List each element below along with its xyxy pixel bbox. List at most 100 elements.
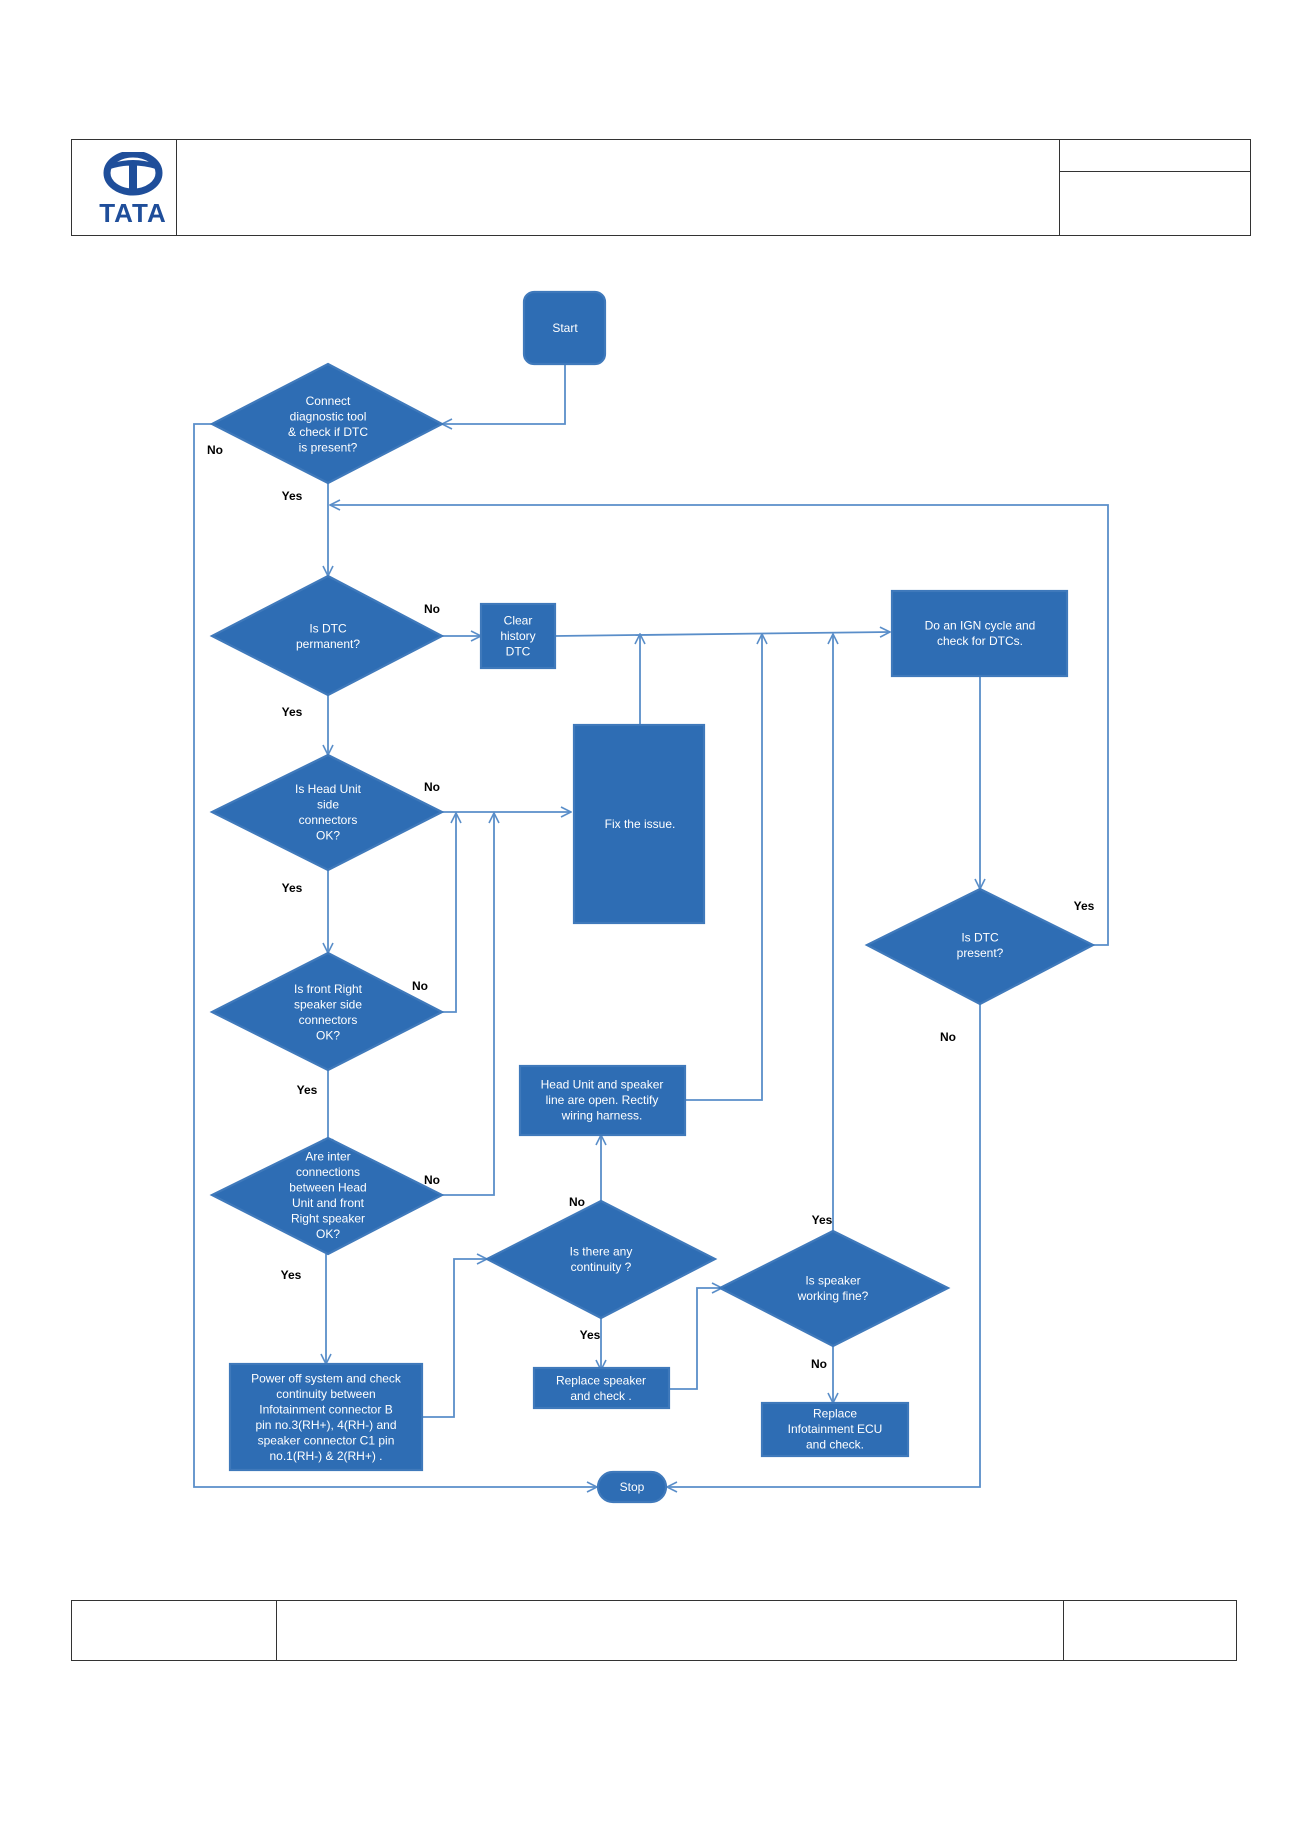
header-logo-divider	[176, 139, 177, 236]
node-text-power-off-3: pin no.3(RH+), 4(RH-) and	[255, 1418, 396, 1432]
replace-speaker-node	[532, 1366, 671, 1410]
node-text-head-unit-line-open-2: wiring harness.	[561, 1109, 643, 1123]
edge-replace-working	[669, 1288, 722, 1390]
node-text-continuity-1: continuity ?	[571, 1260, 632, 1274]
edge-label-connect-yes: Yes	[282, 489, 303, 503]
connect-diamond	[209, 362, 445, 485]
edge-connect-no-stop	[193, 423, 597, 1487]
start-node	[522, 290, 607, 366]
node-text-replace-ecu-1: Infotainment ECU	[788, 1422, 883, 1436]
fix-issue-node	[572, 723, 706, 925]
edge-clear-ign	[554, 632, 890, 636]
power-off-node	[228, 1362, 424, 1472]
node-text-front-right-speaker-0: Is front Right	[294, 982, 363, 996]
node-text-head-unit-line-open-1: line are open. Rectify	[546, 1093, 659, 1107]
node-text-power-off-5: no.1(RH-) & 2(RH+) .	[269, 1449, 382, 1463]
edge-start-connect	[442, 364, 566, 424]
node-text-start-0: Start	[552, 321, 578, 335]
edge-label-working-yes: Yes	[812, 1213, 833, 1227]
node-text-head-unit-connectors-0: Is Head Unit	[295, 782, 362, 796]
node-text-replace-ecu-0: Replace	[813, 1407, 857, 1421]
node-text-head-unit-connectors-1: side	[317, 797, 339, 811]
node-text-inter-connections-2: between Head	[289, 1180, 366, 1194]
node-text-replace-speaker-0: Replace speaker	[556, 1373, 646, 1387]
edge-label-speaker-side-no: No	[412, 979, 428, 993]
edge-label-permanent-no: No	[424, 602, 440, 616]
front-right-diamond	[209, 951, 445, 1072]
edge-open-ign	[685, 634, 762, 1101]
edge-label-speaker-side-yes: Yes	[297, 1083, 318, 1097]
node-text-stop-0: Stop	[620, 1480, 645, 1494]
tata-wordmark: TATA	[99, 198, 167, 228]
head-unit-line-open-node	[518, 1064, 687, 1137]
node-text-head-unit-line-open-0: Head Unit and speaker	[541, 1078, 664, 1092]
node-text-power-off-1: continuity between	[276, 1387, 375, 1401]
edge-present-no-stop	[667, 1004, 981, 1487]
dtc-permanent-diamond	[209, 574, 445, 697]
node-text-replace-ecu-2: and check.	[806, 1438, 864, 1452]
node-text-ign-cycle-0: Do an IGN cycle and	[925, 618, 1036, 632]
node-text-front-right-speaker-3: OK?	[316, 1028, 340, 1042]
node-text-front-right-speaker-2: connectors	[299, 1013, 358, 1027]
edge-present-yes-loop	[330, 505, 1109, 946]
tata-logo: TATA	[88, 150, 178, 228]
node-text-front-right-speaker-1: speaker side	[294, 997, 362, 1011]
edge-label-inter-no: No	[424, 1173, 440, 1187]
node-text-inter-connections-5: OK?	[316, 1227, 340, 1241]
dtc-present-diamond	[864, 887, 1096, 1006]
node-text-clear-history-2: DTC	[506, 645, 531, 659]
footer-right-divider	[1063, 1600, 1064, 1661]
node-text-inter-connections-3: Unit and front	[292, 1196, 365, 1210]
node-text-dtc-permanent-0: Is DTC	[309, 621, 347, 635]
footer-left-divider	[276, 1600, 277, 1661]
node-text-power-off-2: Infotainment connector B	[259, 1402, 392, 1416]
edge-label-continuity-yes: Yes	[580, 1328, 601, 1342]
speaker-working-diamond	[717, 1229, 951, 1348]
node-text-head-unit-connectors-2: connectors	[299, 813, 358, 827]
node-text-connect-tool-3: is present?	[299, 440, 358, 454]
header-right-split	[1059, 171, 1251, 172]
node-text-power-off-4: speaker connector C1 pin	[258, 1433, 395, 1447]
header-frame	[71, 139, 1251, 236]
edge-label-dtc-present-yes: Yes	[1074, 899, 1095, 913]
edge-label-working-no: No	[811, 1357, 827, 1371]
node-text-inter-connections-4: Right speaker	[291, 1211, 365, 1225]
node-text-inter-connections-1: connections	[296, 1165, 360, 1179]
node-text-clear-history-0: Clear	[504, 614, 533, 628]
node-text-clear-history-1: history	[500, 629, 535, 643]
edge-label-connect-no: No	[207, 443, 223, 457]
node-text-head-unit-connectors-3: OK?	[316, 828, 340, 842]
edge-inter-no-fix	[442, 813, 494, 1196]
node-text-replace-speaker-1: and check .	[570, 1389, 631, 1403]
replace-ecu-node	[760, 1401, 910, 1458]
inter-connections-diamond	[209, 1136, 445, 1256]
node-text-inter-connections-0: Are inter	[305, 1149, 350, 1163]
edge-power-continuity	[423, 1259, 487, 1418]
node-text-power-off-0: Power off system and check	[251, 1371, 402, 1385]
footer-frame	[71, 1600, 1237, 1661]
node-text-dtc-present-1: present?	[957, 946, 1004, 960]
node-text-dtc-present-0: Is DTC	[961, 930, 999, 944]
node-text-dtc-permanent-1: permanent?	[296, 637, 360, 651]
node-text-continuity-0: Is there any	[570, 1244, 633, 1258]
stop-node	[596, 1470, 668, 1504]
node-text-fix-issue-0: Fix the issue.	[605, 817, 676, 831]
edge-front-no-fix	[442, 813, 456, 1013]
clear-history-node	[479, 602, 557, 670]
node-text-speaker-working-1: working fine?	[797, 1289, 869, 1303]
head-unit-diamond	[209, 753, 445, 872]
node-text-connect-tool-2: & check if DTC	[288, 425, 368, 439]
node-text-connect-tool-1: diagnostic tool	[290, 409, 367, 423]
header-right-divider	[1059, 139, 1060, 236]
tata-emblem-icon	[103, 150, 163, 196]
edge-label-head-yes: Yes	[282, 881, 303, 895]
node-text-connect-tool-0: Connect	[306, 394, 351, 408]
edge-label-inter-yes: Yes	[281, 1268, 302, 1282]
edge-label-permanent-yes: Yes	[282, 705, 303, 719]
edge-label-head-no: No	[424, 780, 440, 794]
continuity-diamond	[484, 1199, 718, 1320]
node-text-ign-cycle-1: check for DTCs.	[937, 634, 1023, 648]
ign-cycle-node	[890, 589, 1069, 678]
edge-label-dtc-present-no: No	[940, 1030, 956, 1044]
